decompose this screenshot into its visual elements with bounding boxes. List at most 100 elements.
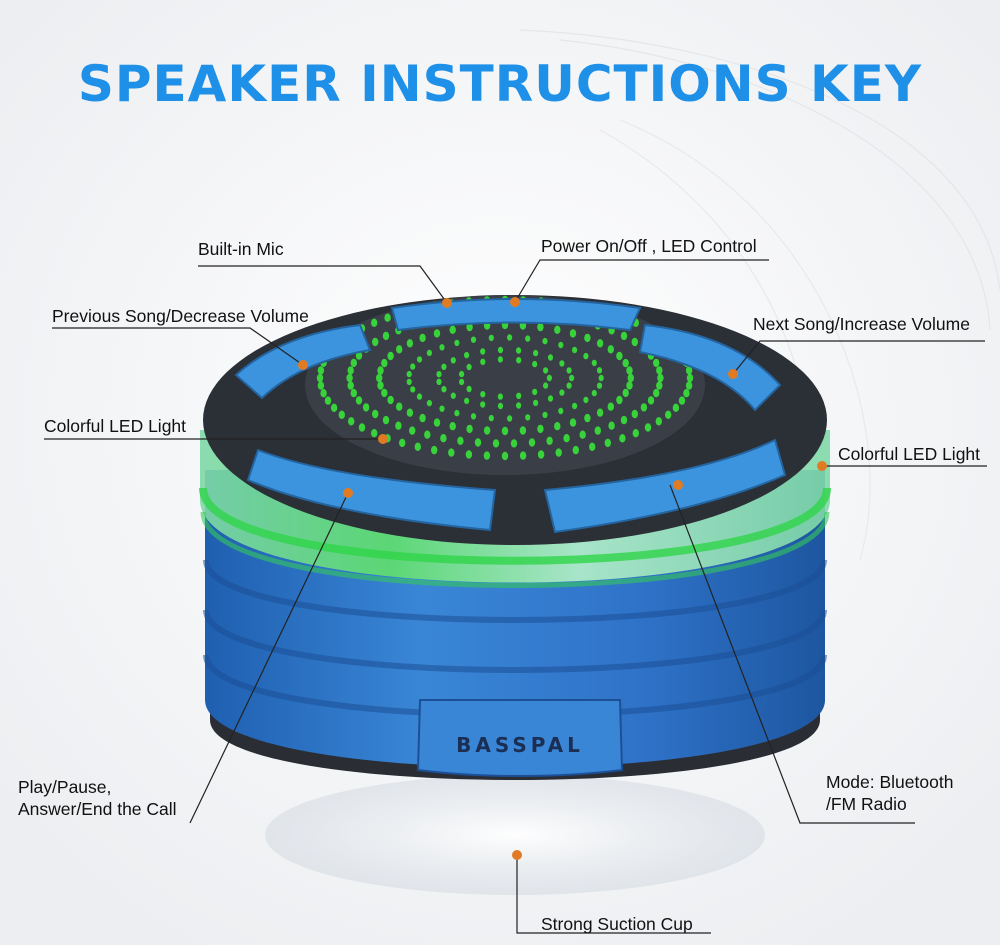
led-dot	[685, 366, 693, 375]
led-dot	[583, 396, 589, 404]
led-dot	[382, 415, 390, 425]
led-dot	[416, 356, 423, 363]
led-dot	[507, 334, 513, 341]
led-dot	[594, 426, 601, 435]
led-dot	[371, 318, 378, 327]
led-dot	[547, 395, 554, 402]
led-dot	[626, 366, 633, 375]
led-dot	[583, 352, 589, 360]
led-dot	[516, 347, 522, 354]
led-dot	[584, 333, 591, 343]
led-dot	[387, 351, 394, 361]
led-dot	[384, 313, 391, 322]
led-dot	[441, 363, 447, 370]
led-dot	[419, 333, 426, 343]
led-dot	[501, 451, 509, 461]
led-dot	[563, 434, 570, 443]
led-dot	[537, 450, 545, 459]
callout-dot-next	[728, 369, 738, 379]
led-dot	[519, 451, 527, 460]
led-dot	[497, 393, 503, 400]
led-dot	[480, 401, 486, 408]
led-dot	[416, 393, 423, 400]
led-dot	[591, 359, 597, 367]
led-dot	[488, 414, 494, 422]
led-dot	[542, 337, 548, 345]
speaker-grille	[305, 295, 705, 475]
led-dot	[466, 385, 472, 393]
led-dot	[466, 424, 473, 434]
led-dot	[372, 337, 379, 347]
led-dot	[449, 422, 456, 431]
led-dot	[631, 337, 638, 347]
callout-dot-mode	[673, 480, 683, 490]
led-dot	[547, 354, 554, 361]
led-dot	[387, 395, 394, 405]
led-dot	[317, 366, 325, 375]
led-dot	[492, 439, 500, 448]
led-dot	[510, 439, 518, 448]
led-dot	[350, 388, 357, 398]
led-dot	[497, 356, 503, 363]
led-dot	[537, 322, 544, 332]
led-dot	[543, 367, 549, 374]
led-dot	[537, 424, 544, 434]
callout-dot-power	[510, 297, 520, 307]
led-dot	[596, 382, 603, 389]
led-dot	[604, 438, 611, 448]
led-dot	[543, 382, 549, 389]
led-dot	[330, 403, 338, 412]
led-dot	[324, 396, 332, 405]
led-dot	[566, 367, 572, 374]
led-dot	[519, 426, 527, 435]
led-dot	[439, 344, 445, 351]
label-built-in-mic: Built-in Mic	[198, 239, 284, 259]
label-mode: Mode: Bluetooth /FM Radio	[826, 772, 954, 814]
led-dot	[470, 336, 477, 343]
led-dot	[348, 417, 355, 426]
led-dot	[607, 345, 614, 354]
suction-cup	[265, 775, 765, 895]
led-dot	[355, 396, 363, 405]
led-dot	[466, 363, 472, 371]
led-dot	[572, 346, 578, 354]
led-dot	[627, 373, 634, 383]
led-dot	[516, 392, 522, 399]
led-dot	[381, 358, 388, 368]
led-dot	[396, 402, 403, 411]
led-dot	[466, 322, 473, 332]
led-dot	[655, 417, 662, 426]
led-dot	[569, 418, 577, 427]
led-dot	[317, 381, 325, 390]
led-dot	[316, 373, 324, 383]
led-dot	[347, 381, 354, 390]
led-dot	[672, 403, 680, 412]
led-dot	[436, 371, 442, 378]
led-dot	[569, 329, 577, 338]
led-dot	[372, 409, 379, 419]
led-dot	[598, 374, 604, 382]
led-dot	[441, 386, 447, 393]
led-dot	[532, 360, 538, 368]
led-dot	[488, 334, 494, 342]
brand-logo: BASSPAL	[456, 733, 584, 757]
callout-dots	[298, 297, 827, 860]
led-dot	[657, 373, 664, 383]
led-dot	[440, 434, 447, 443]
led-dot	[480, 391, 486, 398]
led-dot	[525, 335, 531, 342]
led-dot	[683, 389, 690, 398]
led-dot	[410, 386, 416, 393]
mode-button	[543, 438, 787, 534]
led-dot	[528, 438, 536, 447]
led-dot	[542, 411, 548, 419]
next-button	[638, 323, 782, 412]
led-dot	[631, 409, 638, 419]
power-button	[390, 298, 642, 332]
led-dot	[572, 445, 579, 455]
led-dot	[591, 389, 597, 397]
led-dot	[433, 418, 441, 427]
led-dot	[459, 378, 465, 386]
led-dot	[616, 351, 623, 361]
callout-dot-previous	[298, 360, 308, 370]
